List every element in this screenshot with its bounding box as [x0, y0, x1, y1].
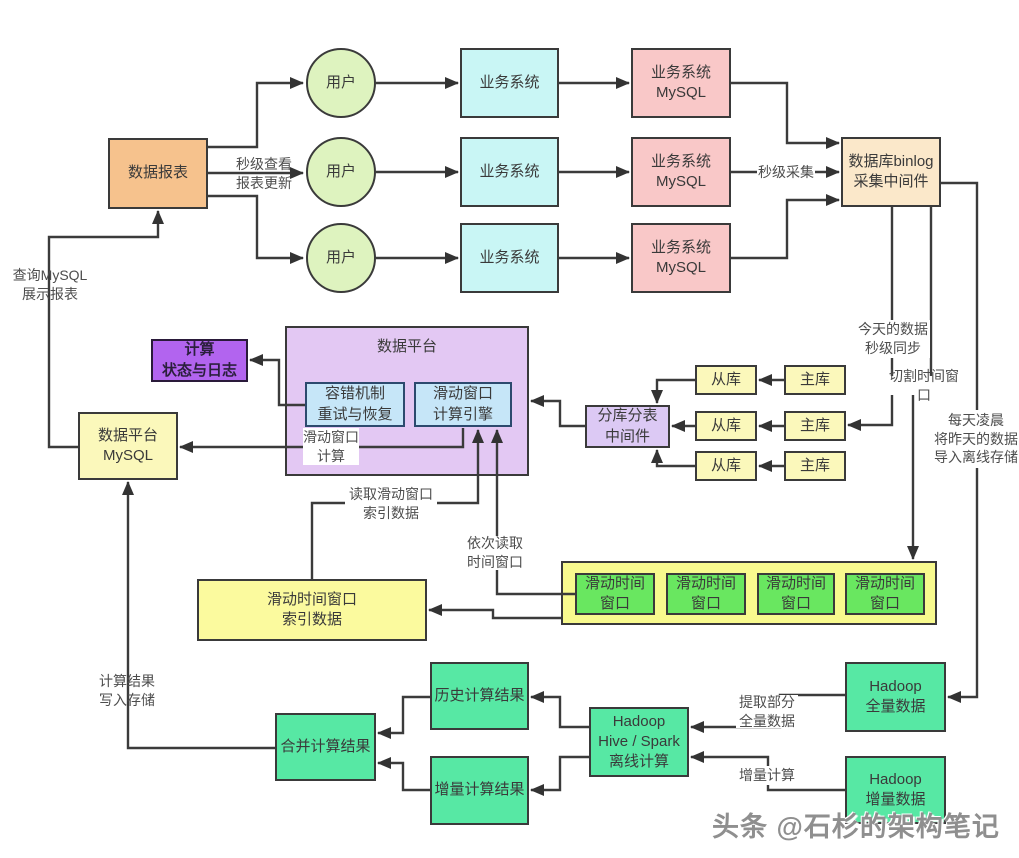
business-system-box-1: 业务系统 — [460, 48, 559, 118]
edge-fault-status-log — [249, 354, 305, 407]
time-window-box-4: 滑动时间 窗口 — [845, 573, 925, 615]
user-circle-3: 用户 — [306, 223, 376, 293]
business-mysql-box-2: 业务系统 MySQL — [631, 137, 731, 207]
user-circle-1: 用户 — [306, 48, 376, 118]
edge-report-user3 — [208, 194, 304, 264]
edge-platform-mysql-report — [47, 210, 164, 449]
business-mysql-box-1: 业务系统 MySQL — [631, 48, 731, 118]
sliding-window-engine-box: 滑动窗口 计算引擎 — [414, 382, 512, 427]
slave-db-box-2: 从库 — [695, 411, 757, 441]
edge-sharding-platform — [530, 395, 585, 428]
fault-tolerance-box: 容错机制 重试与恢复 — [305, 382, 405, 427]
edge-label-extract-full: 提取部分 全量数据 — [736, 694, 798, 729]
data-platform-title: 数据平台 — [376, 338, 437, 355]
history-result-box: 历史计算结果 — [430, 662, 529, 730]
user-circle-2: 用户 — [306, 137, 376, 207]
edge-label-today-sync: 今天的数据 秒级同步 — [856, 320, 930, 358]
edge-incr-merge — [377, 757, 430, 792]
edge-merge-platform-mysql — [122, 481, 275, 750]
hadoop-full-box: Hadoop 全量数据 — [845, 662, 946, 732]
business-system-box-2: 业务系统 — [460, 137, 559, 207]
master-db-box-2: 主库 — [784, 411, 846, 441]
sharding-middleware-box: 分库分表 中间件 — [585, 405, 670, 448]
edge-label-read-index: 读取滑动窗口 索引数据 — [345, 486, 437, 521]
edge-binlog-master2 — [847, 207, 894, 431]
edge-label-query-mysql: 查询MySQL 展示报表 — [12, 267, 88, 302]
edge-slave1-sharding — [651, 378, 695, 404]
edge-windows-index — [428, 604, 561, 620]
platform-mysql-box: 数据平台 MySQL — [78, 412, 178, 480]
edge-engine-platform-mysql — [179, 428, 465, 453]
edge-slave3-sharding — [651, 449, 695, 468]
edge-label-window-calc: 滑动窗口 计算 — [303, 428, 359, 465]
business-system-box-3: 业务系统 — [460, 223, 559, 293]
incremental-result-box: 增量计算结果 — [430, 756, 529, 825]
time-window-box-2: 滑动时间 窗口 — [666, 573, 746, 615]
business-mysql-box-3: 业务系统 MySQL — [631, 223, 731, 293]
slave-db-box-3: 从库 — [695, 451, 757, 481]
edge-hive-incr — [530, 755, 589, 796]
hadoop-incremental-box: Hadoop 增量数据 — [845, 756, 946, 824]
edge-hive-hist — [530, 691, 589, 729]
master-db-box-3: 主库 — [784, 451, 846, 481]
binlog-middleware-box: 数据库binlog 采集中间件 — [841, 137, 941, 207]
edge-label-read-windows: 依次读取 时间窗口 — [464, 535, 526, 570]
edge-label-view-update: 秒级查看 报表更新 — [236, 156, 292, 191]
edge-hist-merge — [377, 695, 430, 739]
edge-bizdb3-binlog — [731, 194, 840, 260]
hive-spark-box: Hadoop Hive / Spark 离线计算 — [589, 707, 689, 777]
report-box: 数据报表 — [108, 138, 208, 209]
edge-label-incr-calc: 增量计算 — [737, 766, 797, 785]
sliding-window-index-box: 滑动时间窗口 索引数据 — [197, 579, 427, 641]
master-db-box-1: 主库 — [784, 365, 846, 395]
edge-windows-engine — [491, 429, 575, 596]
edge-bizdb1-binlog — [731, 81, 840, 149]
edge-label-daily-import: 每天凌晨 将昨天的数据 导入离线存储 — [933, 410, 1019, 468]
edge-label-cut-window: 切割时间窗口 — [883, 368, 965, 403]
time-window-box-1: 滑动时间 窗口 — [575, 573, 655, 615]
merge-result-box: 合并计算结果 — [275, 713, 376, 781]
time-window-box-3: 滑动时间 窗口 — [757, 573, 835, 615]
slave-db-box-1: 从库 — [695, 365, 757, 395]
edge-label-write-result: 计算结果 写入存储 — [99, 673, 155, 708]
edge-label-collect: 秒级采集 — [757, 163, 815, 182]
watermark: 头条 @石杉的架构笔记 — [712, 812, 1000, 842]
compute-status-log-box: 计算 状态与日志 — [151, 339, 248, 382]
edge-report-user1 — [208, 77, 304, 149]
